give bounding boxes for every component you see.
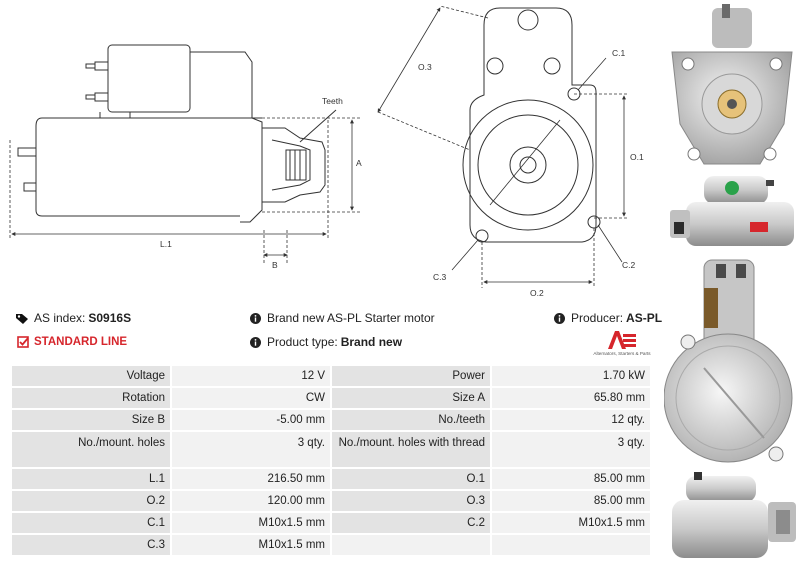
- spec-key: Size B: [12, 410, 170, 430]
- spec-key: C.2: [332, 513, 490, 533]
- spec-value: 3 qty.: [492, 432, 650, 467]
- label-l1: L.1: [160, 239, 172, 249]
- standard-line: STANDARD LINE: [34, 335, 128, 348]
- spec-value: M10x1.5 mm: [492, 513, 650, 533]
- photo-front: [671, 4, 793, 165]
- side-dimensions: [9, 117, 360, 265]
- photo-rear: [664, 259, 793, 463]
- standard-line-row: STANDARD LINE: [16, 335, 127, 348]
- spec-key: No./mount. holes with thread: [332, 432, 490, 467]
- motor-body: [35, 117, 240, 217]
- table-row: L.1 216.50 mm O.1 85.00 mm: [12, 469, 650, 489]
- table-row: Voltage 12 V Power 1.70 kW: [12, 366, 650, 386]
- side-view: [17, 44, 337, 223]
- photo-side: [670, 176, 794, 246]
- flange-ring: [462, 99, 594, 231]
- top-hole: [517, 9, 539, 31]
- spec-value-empty: [492, 535, 650, 555]
- terminal-top: [94, 61, 109, 71]
- spec-value: 65.80 mm: [492, 388, 650, 408]
- product-type-value: Brand new: [340, 335, 403, 349]
- drive-housing: [190, 51, 263, 223]
- spec-key: Power: [332, 366, 490, 386]
- teeth-label: Teeth: [322, 96, 343, 106]
- as-index-row: AS index: S0916S: [16, 311, 131, 325]
- teeth-leader: [299, 109, 337, 143]
- checkbox-icon: [16, 335, 29, 348]
- spec-key: O.1: [332, 469, 490, 489]
- nose: [262, 127, 326, 203]
- spec-key: O.3: [332, 491, 490, 511]
- specs-table: Voltage 12 V Power 1.70 kW Rotation CW S…: [10, 364, 652, 557]
- table-row: O.2 120.00 mm O.3 85.00 mm: [12, 491, 650, 511]
- spec-value: 3 qty.: [172, 432, 330, 467]
- table-row: C.1 M10x1.5 mm C.2 M10x1.5 mm: [12, 513, 650, 533]
- mount-flange: [469, 7, 597, 243]
- pinion-gear: [285, 149, 307, 181]
- shaft-bore: [509, 146, 547, 184]
- info-icon: [249, 312, 262, 325]
- label-a: A: [356, 158, 362, 168]
- solenoid: [107, 44, 191, 113]
- front-dimensions: [377, 5, 628, 288]
- label-o3: O.3: [418, 62, 432, 72]
- label-c1: C.1: [612, 48, 626, 58]
- front-view: [462, 7, 601, 243]
- table-row: Size B -5.00 mm No./teeth 12 qty.: [12, 410, 650, 430]
- label-b: B: [272, 260, 278, 270]
- spec-value: 12 qty.: [492, 410, 650, 430]
- spec-value: 1.70 kW: [492, 366, 650, 386]
- producer-row: Producer: AS-PL: [553, 311, 662, 325]
- spec-value: 12 V: [172, 366, 330, 386]
- table-row: Rotation CW Size A 65.80 mm: [12, 388, 650, 408]
- description-row: Brand new AS-PL Starter motor: [249, 311, 435, 325]
- spec-value: CW: [172, 388, 330, 408]
- label-o2: O.2: [530, 288, 544, 298]
- as-index-label: AS index:: [34, 311, 86, 325]
- spec-key: C.1: [12, 513, 170, 533]
- drawing-svg: Teeth A L.1 B O.3 C.1 O.1 C.3 C.2 O.2: [9, 5, 644, 298]
- spec-value: 85.00 mm: [492, 491, 650, 511]
- info-icon: [553, 312, 566, 325]
- spec-key: O.2: [12, 491, 170, 511]
- product-photos: [664, 0, 800, 572]
- spec-value: -5.00 mm: [172, 410, 330, 430]
- spec-key: Voltage: [12, 366, 170, 386]
- photo-side-rear: [672, 472, 796, 558]
- label-c2: C.2: [622, 260, 636, 270]
- spec-key: No./teeth: [332, 410, 490, 430]
- producer-label: Producer:: [571, 311, 624, 325]
- spec-key: Size A: [332, 388, 490, 408]
- description: Brand new AS-PL Starter motor: [267, 311, 435, 325]
- spec-key: L.1: [12, 469, 170, 489]
- terminal-bottom: [94, 92, 109, 102]
- spec-key: C.3: [12, 535, 170, 555]
- tag-icon: [16, 312, 29, 325]
- spec-key-empty: [332, 535, 490, 555]
- table-row: No./mount. holes 3 qty. No./mount. holes…: [12, 432, 650, 467]
- label-o1: O.1: [630, 152, 644, 162]
- spec-value: M10x1.5 mm: [172, 535, 330, 555]
- technical-drawing: Teeth A L.1 B O.3 C.1 O.1 C.3 C.2 O.2: [0, 0, 660, 300]
- spec-value: 85.00 mm: [492, 469, 650, 489]
- end-stud: [17, 147, 37, 157]
- label-c3: C.3: [433, 272, 447, 282]
- spec-key: Rotation: [12, 388, 170, 408]
- producer-value: AS-PL: [626, 311, 663, 325]
- dimension-o3: [377, 7, 441, 113]
- table-row: C.3 M10x1.5 mm: [12, 535, 650, 555]
- as-logo: Alternators, Starters & Parts: [590, 330, 654, 360]
- spec-key: No./mount. holes: [12, 432, 170, 467]
- as-index-value: S0916S: [88, 311, 132, 325]
- logo-tagline: Alternators, Starters & Parts: [593, 351, 651, 356]
- spec-value: 216.50 mm: [172, 469, 330, 489]
- as-logo-mark: [608, 331, 636, 349]
- product-type-row: Product type: Brand new: [249, 335, 402, 349]
- spec-value: 120.00 mm: [172, 491, 330, 511]
- product-type-label: Product type:: [267, 335, 338, 349]
- info-icon: [249, 336, 262, 349]
- spec-value: M10x1.5 mm: [172, 513, 330, 533]
